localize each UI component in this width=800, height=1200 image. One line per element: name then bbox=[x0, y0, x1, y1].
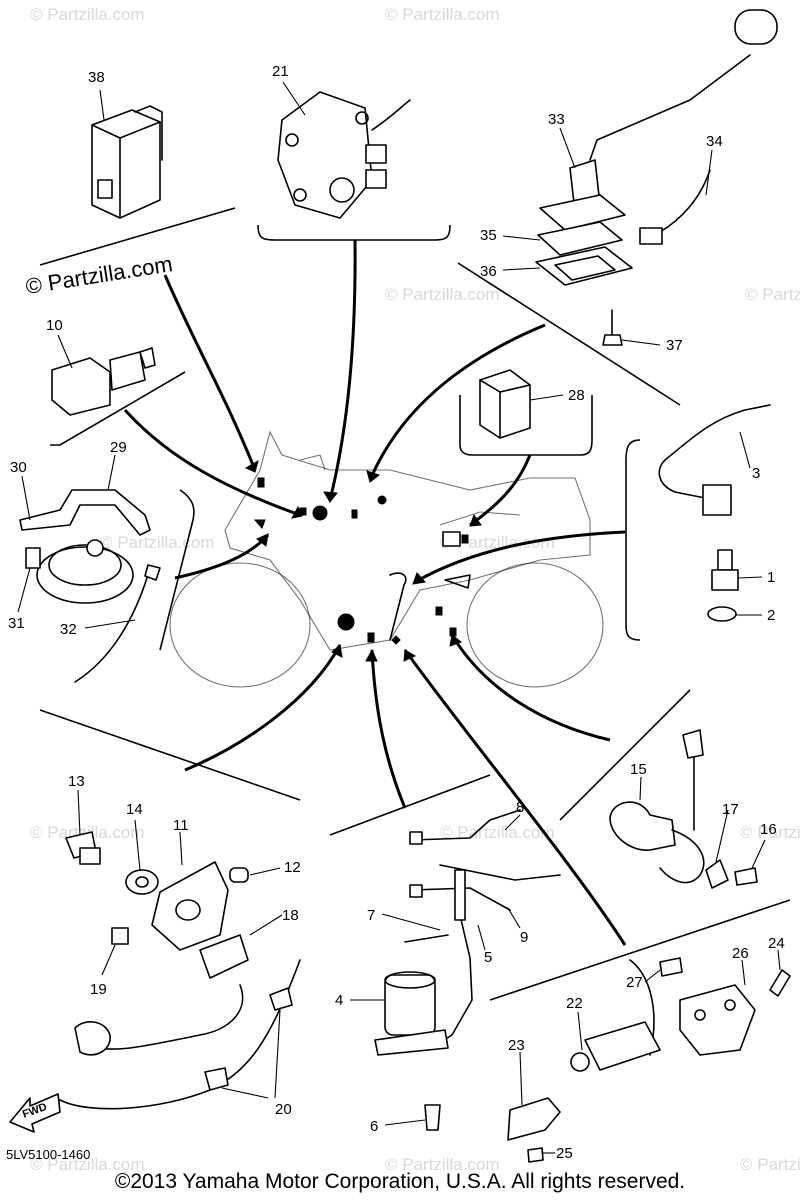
callout-29: 29 bbox=[110, 439, 127, 456]
watermark-tile: © Partzilla.com bbox=[30, 5, 145, 24]
callout-10: 10 bbox=[46, 317, 63, 334]
callout-22: 22 bbox=[566, 995, 583, 1012]
part-30-horn bbox=[19, 489, 161, 683]
callout-36: 36 bbox=[480, 263, 497, 280]
callout-18: 18 bbox=[282, 907, 299, 924]
watermark-tile: © Partzilla.com bbox=[740, 823, 800, 842]
callout-26: 26 bbox=[732, 945, 749, 962]
copyright-notice: ©2013 Yamaha Motor Corporation, U.S.A. A… bbox=[114, 1170, 686, 1193]
callout-numbers: 38 21 33 34 35 36 37 10 28 30 29 31 32 3… bbox=[8, 63, 785, 1162]
watermark-tile: © Partzilla.com bbox=[385, 5, 500, 24]
callout-19: 19 bbox=[90, 981, 107, 998]
part-15-sensor bbox=[609, 729, 758, 889]
forward-arrow-badge: FWD bbox=[9, 1093, 61, 1133]
part-3-sensor-lead bbox=[658, 404, 771, 622]
callout-27: 27 bbox=[626, 974, 643, 991]
callout-12: 12 bbox=[284, 859, 301, 876]
callout-17: 17 bbox=[722, 801, 739, 818]
part-22-sensor-group bbox=[507, 957, 791, 1163]
watermark-tile: © Partzilla.com bbox=[385, 285, 500, 304]
callout-37: 37 bbox=[666, 337, 683, 354]
callout-8: 8 bbox=[516, 799, 524, 816]
part-33-fuel-sender bbox=[535, 9, 778, 346]
callout-4: 4 bbox=[335, 992, 343, 1009]
callout-35: 35 bbox=[480, 227, 497, 244]
callout-15: 15 bbox=[630, 761, 647, 778]
group-brackets bbox=[39, 207, 791, 1001]
callout-11: 11 bbox=[173, 817, 189, 834]
callout-6: 6 bbox=[370, 1118, 378, 1135]
callout-13: 13 bbox=[68, 773, 85, 790]
callout-31: 31 bbox=[8, 615, 25, 632]
callout-9: 9 bbox=[520, 929, 528, 946]
callout-16: 16 bbox=[760, 821, 777, 838]
callout-34: 34 bbox=[706, 133, 723, 150]
part-10-sensor bbox=[51, 347, 156, 416]
callout-28: 28 bbox=[568, 387, 585, 404]
callout-1: 1 bbox=[767, 569, 775, 586]
callout-30: 30 bbox=[10, 459, 27, 476]
callout-25: 25 bbox=[556, 1145, 573, 1162]
callout-5: 5 bbox=[484, 949, 492, 966]
callout-33: 33 bbox=[548, 111, 565, 128]
part-21-starter-relay bbox=[277, 91, 411, 219]
part-4-ignition-coil bbox=[374, 809, 561, 1131]
callout-14: 14 bbox=[126, 801, 143, 818]
pointer-arrows bbox=[123, 239, 627, 946]
center-components bbox=[253, 477, 471, 645]
motorcycle-outline bbox=[169, 430, 604, 688]
callout-32: 32 bbox=[60, 621, 77, 638]
watermark-tile: © Partzilla.com bbox=[100, 533, 215, 552]
callout-3: 3 bbox=[752, 465, 760, 482]
callout-38: 38 bbox=[88, 69, 105, 86]
part-28-relay bbox=[479, 369, 531, 439]
drawing-code: 5LV5100-1460 bbox=[6, 1147, 91, 1162]
callout-20: 20 bbox=[275, 1101, 292, 1118]
watermark-tile: © Partzilla.com bbox=[30, 1155, 145, 1174]
watermark-tile: © Partzilla.com bbox=[740, 1155, 800, 1174]
callout-23: 23 bbox=[508, 1037, 525, 1054]
callout-leader-lines bbox=[17, 81, 781, 1154]
part-38-relay bbox=[91, 105, 163, 219]
part-11-pickup-assembly bbox=[59, 831, 301, 1110]
callout-21: 21 bbox=[272, 63, 289, 80]
callout-2: 2 bbox=[767, 607, 775, 624]
watermark-tile: © Partzilla.com bbox=[440, 533, 555, 552]
callout-24: 24 bbox=[768, 935, 785, 952]
callout-7: 7 bbox=[367, 907, 375, 924]
watermark-tile: © Partzilla.com bbox=[385, 1155, 500, 1174]
watermark-tile: © Partzilla.com bbox=[745, 285, 800, 304]
